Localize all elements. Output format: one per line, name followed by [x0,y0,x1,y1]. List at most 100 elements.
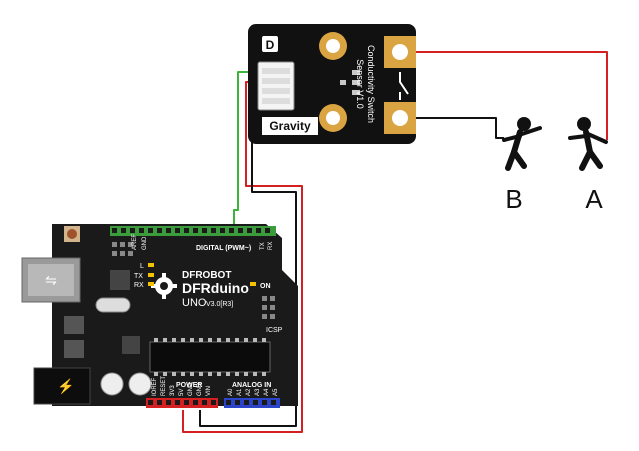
gravity-label: Gravity [269,119,311,133]
analog-pin-label: A0 [228,388,234,396]
sensor-board [248,24,416,144]
terminal-pad-bottom-hole [392,110,408,126]
digital-pin-hole [175,228,180,233]
digital-pin-hole [139,228,144,233]
digital-pin-hole [202,228,207,233]
small-chip [122,336,140,354]
analog-pin-hole [271,400,276,405]
digital-pin-hole [229,228,234,233]
power-pin-label: 3V3 [170,385,176,396]
red-electrode-wire [416,51,608,140]
lightning-icon: ⚡ [57,378,74,395]
digital-pin-hole [211,228,216,233]
power-pin-hole [166,400,171,405]
power-pin-label: IOREF [152,377,158,396]
analog-in-label: ANALOG IN [232,382,271,389]
person-a-icon [568,117,608,171]
atmega-pins [154,338,266,376]
power-pin-hole [193,400,198,405]
terminal-pad-top-hole [392,44,408,60]
icsp-header [262,296,275,319]
jst-connector-pin [262,68,290,74]
digital-pin-hole [184,228,189,233]
icsp-label: ICSP [266,327,283,334]
usb-icon: ⇋ [45,272,57,288]
board-version: V3.0[R3] [206,301,233,308]
digital-pins [112,228,270,233]
header-pins [148,400,276,405]
tx-pin-label: TX [260,242,266,250]
person-a-label: A [585,184,603,214]
sensor-name-line2: Sensor V1.0 [355,59,365,109]
analog-pin-label: A5 [273,388,279,396]
on-led [250,282,256,286]
smd-component [352,80,360,85]
power-pin-label: GND [188,382,194,396]
digital-pin-hole [193,228,198,233]
jst-connector-pin [262,78,290,84]
analog-pin-label: A3 [255,388,261,396]
mount-hole-top-inner [326,39,340,53]
digital-pin-hole [148,228,153,233]
reset-button-cap [67,229,77,239]
conductivity-sensor-module: D Gravity Conductivity Switch Sensor V1.… [248,24,416,144]
capacitor-1 [100,372,124,396]
power-pin-hole [184,400,189,405]
dfrduino-uno-board: ⇋ ⚡ [21,224,298,408]
digital-pin-hole [121,228,126,233]
gravity-badge [262,117,318,135]
icsp-header-small [112,242,133,256]
board-uno: UNO [182,297,207,309]
digital-pin-hole [157,228,162,233]
power-pin-label: GND [197,382,203,396]
dfrobot-logo-icon [262,36,278,52]
rx-led [148,282,154,286]
power-pin-label: 5V [179,389,185,396]
jst-connector-pin [262,88,290,94]
digital-pin-hole [166,228,171,233]
analog-pin-label: A4 [264,388,270,396]
digital-pin-hole [238,228,243,233]
sensor-logo-letter: D [266,38,275,52]
digital-header-label: DIGITAL (PWM~) [196,245,251,252]
sensor-name-line1: Conductivity Switch [366,45,376,123]
digital-pin-hole [265,228,270,233]
analog-pin-hole [244,400,249,405]
rx-pin-label: RX [268,242,274,250]
analog-header-strip [224,398,280,408]
usb-chip [110,270,130,290]
rx-led-label: RX [134,282,144,289]
digital-pin-hole [112,228,117,233]
digital-pin-hole [220,228,225,233]
mount-hole-bottom-inner [326,111,340,125]
tx-led-label: TX [134,273,143,280]
on-label: ON [260,283,271,290]
capacitor-2 [128,372,152,396]
gnd-label: GND [142,236,148,250]
voltage-regulator-1 [64,316,84,334]
person-a: A [568,117,608,214]
analog-pin-label: A2 [246,388,252,396]
power-pin-hole [148,400,153,405]
person-b-icon [502,117,542,171]
analog-pin-hole [235,400,240,405]
board-brand: DFROBOT [182,270,231,281]
analog-pin-hole [226,400,231,405]
power-pin-hole [211,400,216,405]
switch-symbol-icon [399,72,409,100]
voltage-regulator-2 [64,340,84,358]
black-electrode-wire [416,117,504,139]
red-power-wire [182,81,303,433]
smd-component [352,90,360,95]
smd-component [352,70,360,75]
dc-power-jack [33,367,91,405]
usb-port-inner [28,264,74,296]
person-b: B [502,117,542,214]
digital-pin-hole [130,228,135,233]
atmega-chip [149,341,271,373]
digital-pin-hole [256,228,261,233]
power-pin-label: RESET [161,376,167,396]
aref-label: AREF [132,234,138,250]
power-pin-label: VIN [206,386,212,396]
